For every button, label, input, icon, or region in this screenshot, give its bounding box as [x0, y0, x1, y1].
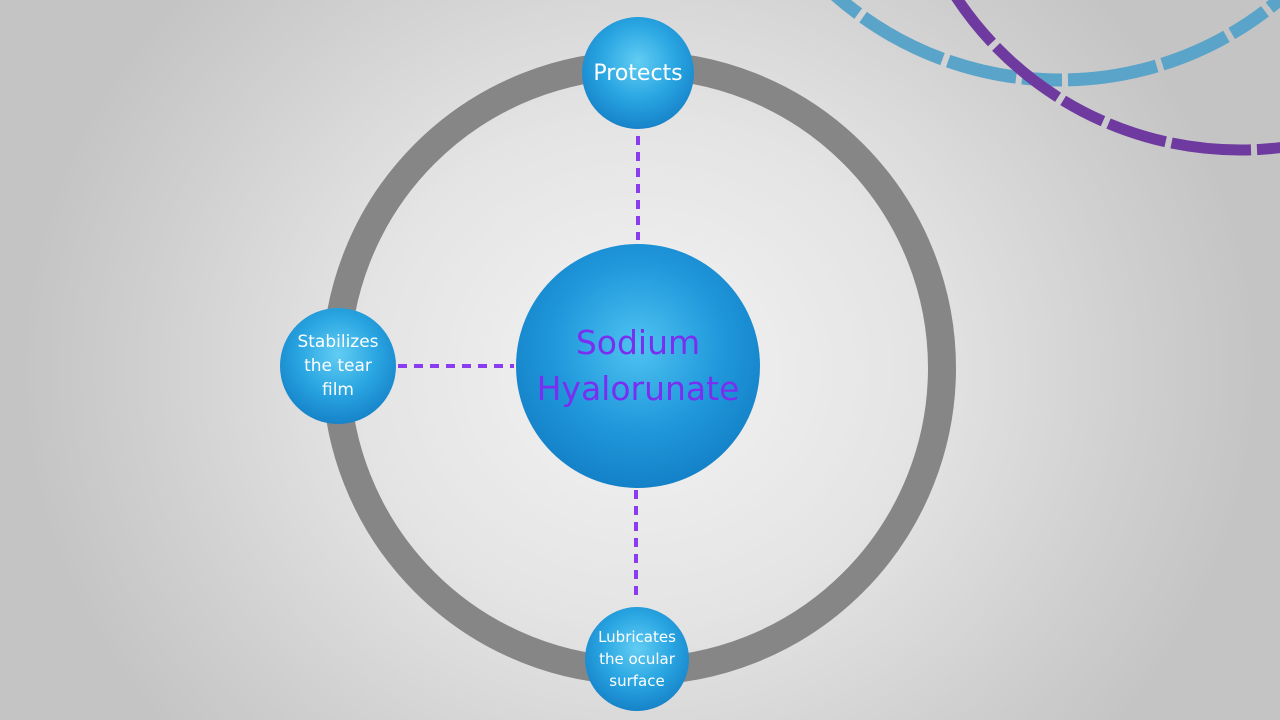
node-bubble-top [582, 17, 694, 129]
center-bubble [516, 244, 760, 488]
decorative-arc-blue [831, 0, 1280, 87]
decorative-arc-purple [951, 0, 1280, 156]
node-bubble-bottom [585, 607, 689, 711]
node-bubble-left [280, 308, 396, 424]
